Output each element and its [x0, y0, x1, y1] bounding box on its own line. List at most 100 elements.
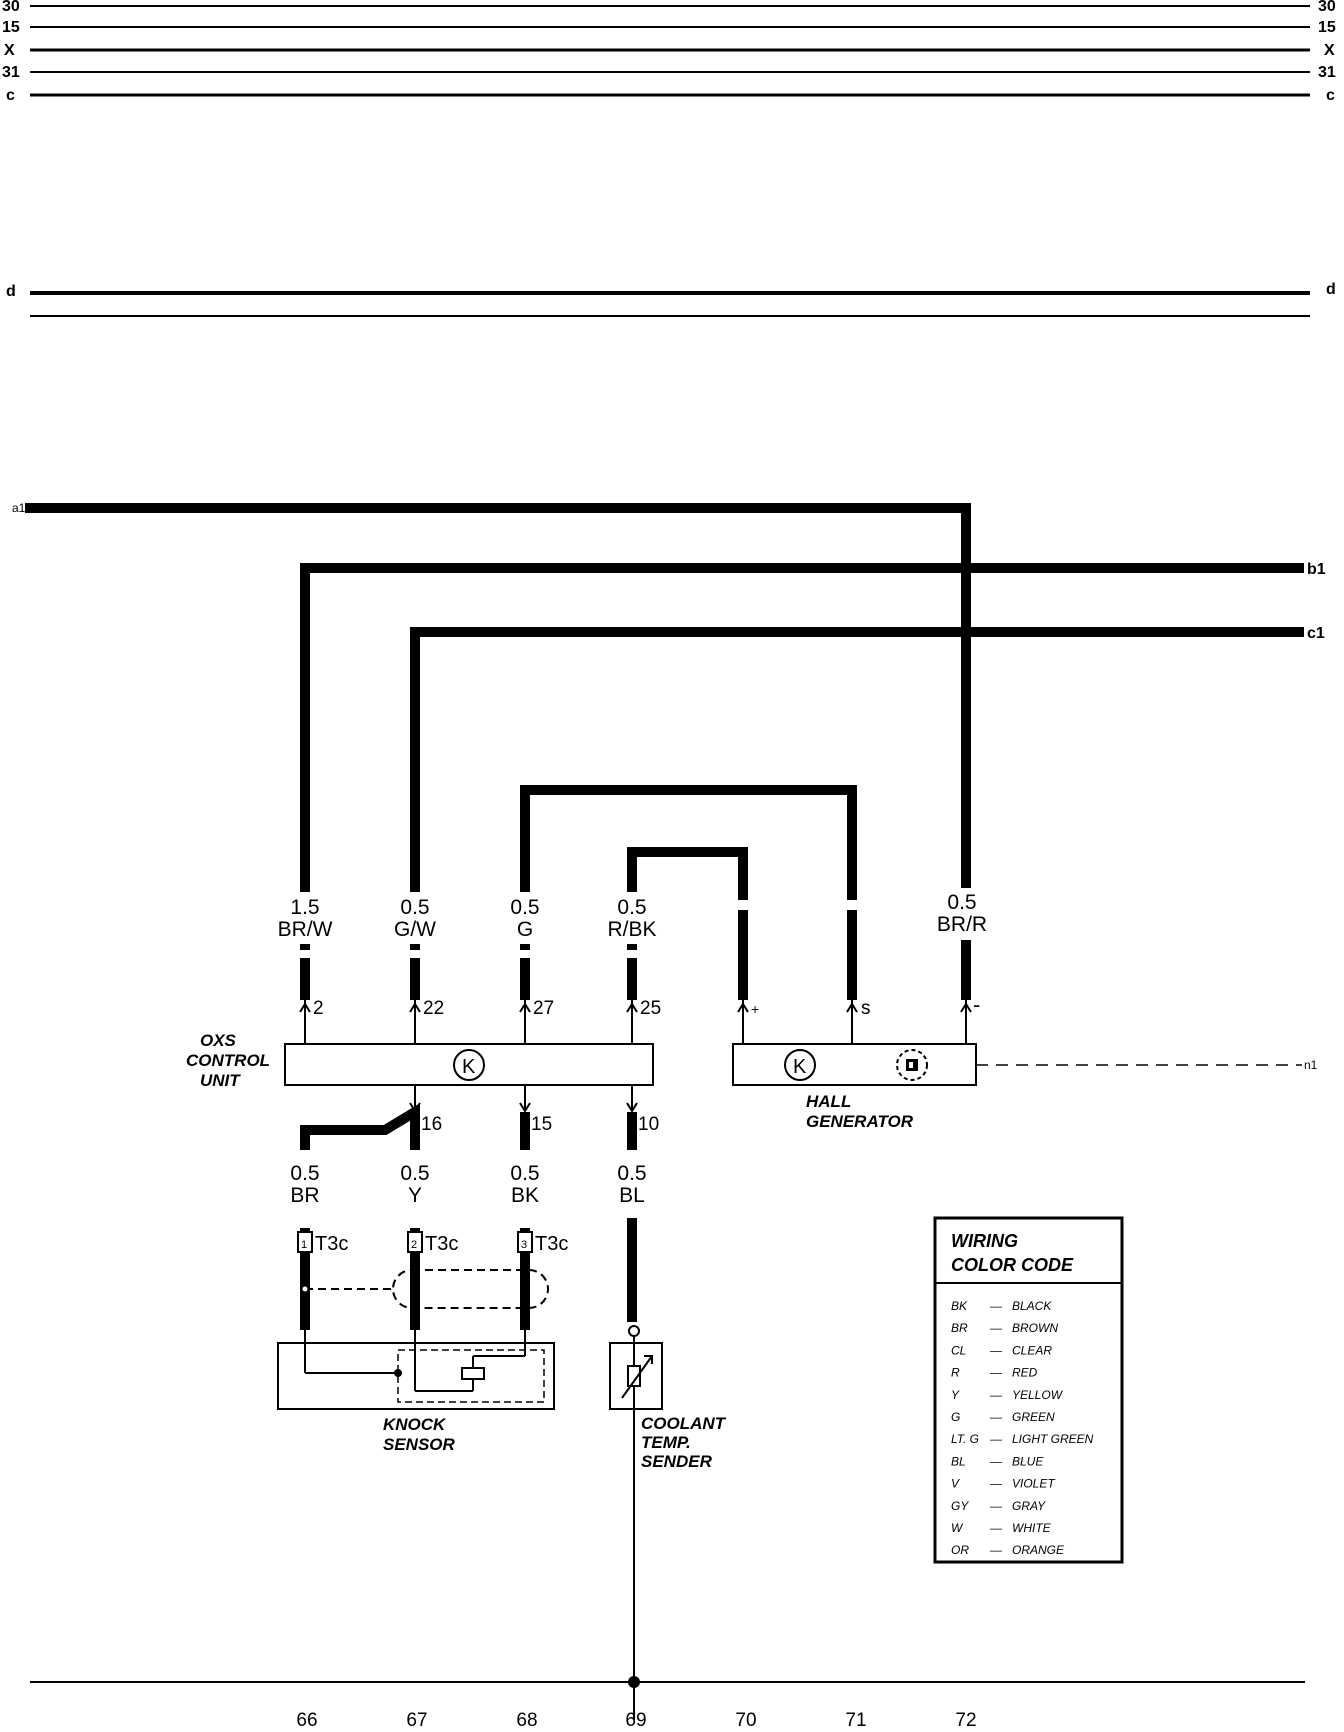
legend-rows: BK—BLACKBR—BROWNCL—CLEARR—REDY—YELLOWG—G…: [951, 1299, 1094, 1557]
legend-color-name: ORANGE: [1012, 1543, 1065, 1557]
rail-label-right: X: [1324, 42, 1335, 59]
wire-gauge: 0.5: [617, 896, 646, 919]
legend-dash: —: [989, 1432, 1003, 1446]
end-n1: n1: [1304, 1058, 1318, 1072]
connector-pin: 2 T3c: [407, 1231, 458, 1255]
control-unit-label: UNIT: [200, 1071, 241, 1090]
hall-sensor-icon: [896, 1049, 928, 1081]
wire-a1-br-r: [28, 503, 971, 950]
column-number: 70: [735, 1710, 756, 1731]
wire-color: Y: [408, 1184, 422, 1207]
wire-color: BR: [290, 1184, 319, 1207]
wire-gauge: 0.5: [947, 891, 976, 914]
wire-color: G/W: [394, 918, 436, 941]
legend-color-name: BLUE: [1012, 1454, 1044, 1468]
rail-label-left: 31: [2, 64, 20, 81]
bottom-wires: [300, 1103, 637, 1330]
legend-code: BR: [951, 1321, 968, 1335]
legend-code: GY: [951, 1499, 969, 1513]
coolant-sender-label: TEMP.: [641, 1433, 691, 1452]
rail-label-left: X: [4, 42, 15, 59]
legend-color-name: LIGHT GREEN: [1012, 1432, 1094, 1446]
wire-gauge: 1.5: [290, 896, 319, 919]
rail-label-right: 15: [1318, 19, 1336, 36]
legend-color-name: RED: [1012, 1366, 1038, 1380]
legend-dash: —: [989, 1521, 1003, 1535]
hall-pin-s: s: [861, 998, 871, 1019]
wire-gauge: 0.5: [400, 896, 429, 919]
coolant-temp-sender: COOLANT TEMP. SENDER: [609, 1325, 727, 1720]
power-rails: [30, 5, 1310, 317]
rail-label-right: 31: [1318, 64, 1336, 81]
knock-sensor: KNOCK SENSOR: [277, 1330, 555, 1454]
legend-title: COLOR CODE: [951, 1255, 1074, 1275]
pin-number: 27: [533, 998, 554, 1019]
legend-code: V: [951, 1477, 960, 1491]
legend-dash: —: [989, 1388, 1003, 1402]
wire-c1-g-w: [410, 627, 1304, 950]
hall-pin-plus: +: [751, 1001, 759, 1017]
legend-color-name: WHITE: [1012, 1521, 1052, 1535]
legend-dash: —: [989, 1343, 1003, 1357]
legend-code: CL: [951, 1343, 966, 1357]
legend-color-name: VIOLET: [1012, 1477, 1056, 1491]
legend-code: W: [951, 1521, 964, 1535]
hall-generator-label: HALL: [806, 1092, 851, 1111]
legend-dash: —: [989, 1499, 1003, 1513]
connector-name: T3c: [425, 1233, 458, 1255]
legend-code: BK: [951, 1299, 968, 1313]
column-number: 68: [516, 1710, 537, 1731]
wire-gauge: 0.5: [290, 1162, 319, 1185]
hall-k-symbol: [784, 1049, 816, 1081]
connector-pin: 3 T3c: [517, 1231, 568, 1255]
ground-line: [30, 1676, 1305, 1688]
legend-dash: —: [989, 1454, 1003, 1468]
coolant-sender-label: COOLANT: [641, 1414, 727, 1433]
wiring-color-legend: WIRING COLOR CODE BK—BLACKBR—BROWNCL—CLE…: [933, 1216, 1124, 1564]
rail-label-left: 15: [2, 19, 20, 36]
rail-label-right: c: [1326, 87, 1335, 104]
control-unit-label: CONTROL: [186, 1051, 270, 1070]
control-unit-label: OXS: [200, 1031, 237, 1050]
top-stubs: [300, 910, 971, 1000]
connector-name: T3c: [315, 1233, 348, 1255]
hall-generator-box: [732, 1043, 977, 1086]
end-c1: c1: [1307, 625, 1325, 642]
end-b1: b1: [1307, 561, 1326, 578]
column-number: 66: [296, 1710, 317, 1731]
wire-b1-br-w: [300, 563, 1304, 950]
shield-ellipse: [305, 1269, 549, 1309]
pin-number: 2: [313, 998, 324, 1019]
wire-color: BK: [511, 1184, 539, 1207]
pin-numbers-top: 2 22 27 25 + s -: [313, 992, 980, 1019]
legend-code: R: [951, 1366, 960, 1380]
legend-code: G: [951, 1410, 960, 1424]
end-a1: a1: [12, 501, 26, 515]
legend-color-name: CLEAR: [1012, 1343, 1052, 1357]
legend-dash: —: [989, 1410, 1003, 1424]
wire-color: BL: [619, 1184, 645, 1207]
connector-pin-number: 3: [521, 1239, 527, 1251]
connector-pin-number: 1: [301, 1239, 307, 1251]
legend-dash: —: [989, 1477, 1003, 1491]
column-number: 72: [955, 1710, 976, 1731]
k-symbol-icon: K: [462, 1056, 476, 1078]
legend-color-name: GREEN: [1012, 1410, 1055, 1424]
column-number: 69: [625, 1710, 646, 1731]
pin-number: 15: [531, 1114, 552, 1135]
end-labels: a1 b1 c1: [12, 501, 1326, 642]
legend-dash: —: [989, 1543, 1003, 1557]
rail-label-left: c: [6, 87, 15, 104]
wire-color: BR/R: [937, 913, 987, 936]
legend-color-name: BLACK: [1012, 1299, 1052, 1313]
legend-color-name: BROWN: [1012, 1321, 1058, 1335]
wire-color: G: [517, 918, 533, 941]
hall-generator: K HALL GENERATOR n1: [732, 1043, 1318, 1131]
wire-labels-top: 1.5 BR/W 0.5 G/W 0.5 G 0.5 R/BK 0.5 BR/R: [278, 891, 988, 941]
wire-color: BR/W: [278, 918, 333, 941]
legend-code: OR: [951, 1543, 969, 1557]
legend-dash: —: [989, 1321, 1003, 1335]
legend-color-name: YELLOW: [1012, 1388, 1064, 1402]
